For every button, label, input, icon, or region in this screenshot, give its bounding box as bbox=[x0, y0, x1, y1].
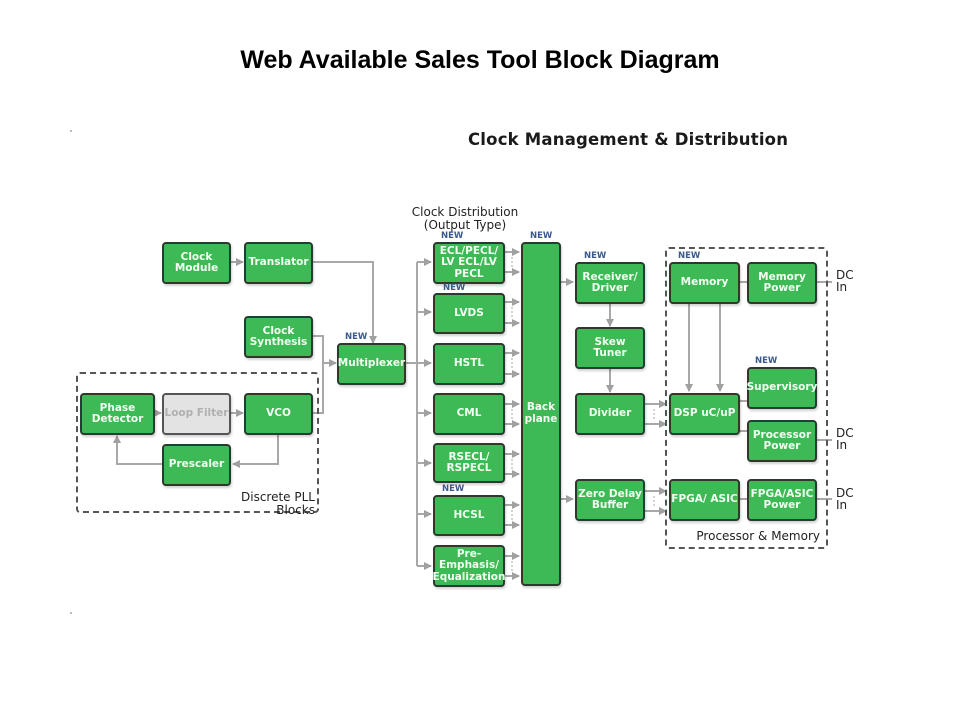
wire-translator-mux bbox=[313, 261, 377, 344]
block-supervisory[interactable]: Supervisory bbox=[747, 367, 817, 409]
new-badge: NEW bbox=[442, 484, 465, 494]
block-processor-power[interactable]: Processor Power bbox=[747, 420, 817, 462]
block-vco[interactable]: VCO bbox=[244, 393, 313, 435]
new-badge: NEW bbox=[584, 251, 607, 261]
block-backplane[interactable]: Back plane bbox=[521, 242, 561, 586]
new-badge: NEW bbox=[755, 356, 778, 366]
block-loop-filter[interactable]: Loop Filter bbox=[162, 393, 231, 435]
block-ecl-pecl[interactable]: ECL/PECL/ LV ECL/LV PECL bbox=[433, 242, 505, 284]
new-badge: NEW bbox=[443, 283, 466, 293]
new-badge: NEW bbox=[441, 231, 464, 241]
block-hcsl[interactable]: HCSL bbox=[433, 495, 505, 536]
block-fpga-asic-power[interactable]: FPGA/ASIC Power bbox=[747, 479, 817, 521]
block-clock-synthesis[interactable]: Clock Synthesis bbox=[244, 316, 313, 358]
stray-mark bbox=[70, 130, 72, 132]
dc-in-label: DC In bbox=[836, 268, 854, 294]
block-zero-delay-buffer[interactable]: Zero Delay Buffer bbox=[575, 479, 645, 521]
wire-vco-prescaler bbox=[232, 434, 279, 468]
block-fpga-asic[interactable]: FPGA/ ASIC bbox=[669, 479, 740, 521]
block-prescaler[interactable]: Prescaler bbox=[162, 444, 231, 486]
block-hstl[interactable]: HSTL bbox=[433, 343, 505, 385]
dc-in-label: DC In bbox=[836, 486, 854, 512]
slide-title: Web Available Sales Tool Block Diagram bbox=[240, 46, 720, 74]
new-badge: NEW bbox=[678, 251, 701, 261]
block-cml[interactable]: CML bbox=[433, 393, 505, 435]
block-lvds[interactable]: LVDS bbox=[433, 293, 505, 334]
block-memory[interactable]: Memory bbox=[669, 262, 740, 304]
group-processor-label: Processor & Memory bbox=[696, 529, 820, 543]
block-rsecl-rspecl[interactable]: RSECL/ RSPECL bbox=[433, 443, 505, 483]
block-dsp[interactable]: DSP uC/uP bbox=[669, 393, 740, 435]
wire-vco-mux bbox=[313, 363, 324, 414]
block-pre-emphasis[interactable]: Pre- Emphasis/ Equalization bbox=[433, 545, 505, 587]
group-pll-label: Discrete PLL Blocks bbox=[241, 490, 315, 517]
group-processor-memory bbox=[665, 247, 828, 549]
group-discrete-pll bbox=[76, 372, 319, 513]
new-badge: NEW bbox=[345, 332, 368, 342]
block-clock-module[interactable]: Clock Module bbox=[162, 242, 231, 284]
block-skew-tuner[interactable]: Skew Tuner bbox=[575, 327, 645, 369]
diagram-title: Clock Management & Distribution bbox=[468, 130, 789, 149]
new-badge: NEW bbox=[530, 231, 553, 241]
block-divider[interactable]: Divider bbox=[575, 393, 645, 435]
clock-distribution-label: Clock Distribution (Output Type) bbox=[411, 205, 519, 232]
block-multiplexer[interactable]: Multiplexer bbox=[337, 343, 406, 385]
block-memory-power[interactable]: Memory Power bbox=[747, 262, 817, 304]
dc-in-label: DC In bbox=[836, 426, 854, 452]
block-translator[interactable]: Translator bbox=[244, 242, 313, 284]
stray-mark bbox=[70, 612, 72, 614]
block-phase-detector[interactable]: Phase Detector bbox=[80, 393, 155, 435]
block-receiver-driver[interactable]: Receiver/ Driver bbox=[575, 262, 645, 304]
wire-prescaler-phase bbox=[113, 435, 163, 465]
wire-synthesis-mux bbox=[313, 335, 337, 367]
